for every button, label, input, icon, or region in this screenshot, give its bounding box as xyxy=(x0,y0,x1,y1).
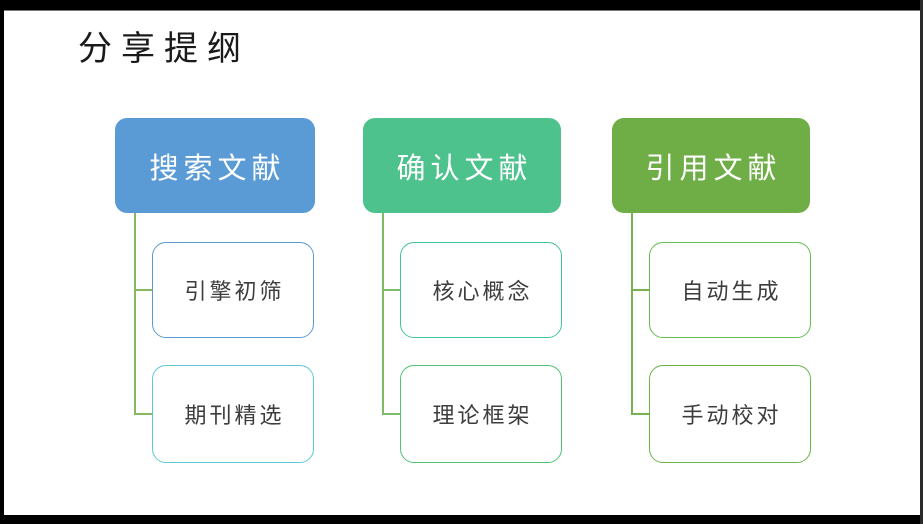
frame-bottom-bar xyxy=(0,515,923,524)
child-node-box: 自动生成 xyxy=(649,242,811,338)
connector-stub xyxy=(134,289,154,291)
connector-stub xyxy=(134,413,154,415)
child-node-label: 期刊精选 xyxy=(184,403,285,428)
frame-right-border xyxy=(920,0,923,524)
connector-vertical-line xyxy=(631,213,633,415)
child-node-label: 自动生成 xyxy=(681,279,782,304)
child-node-label: 引擎初筛 xyxy=(184,279,285,304)
connector-stub xyxy=(382,413,402,415)
connector-stub xyxy=(631,413,651,415)
child-node-label: 理论框架 xyxy=(432,403,533,428)
connector-vertical-line xyxy=(134,213,136,415)
parent-node-label: 搜索文献 xyxy=(149,152,286,185)
slide-title: 分享提纲 xyxy=(78,31,250,68)
child-node-box: 核心概念 xyxy=(400,242,562,338)
child-node-box: 理论框架 xyxy=(400,365,562,463)
frame-left-border xyxy=(0,0,4,524)
child-node-label: 手动校对 xyxy=(681,403,782,428)
connector-stub xyxy=(631,289,651,291)
parent-node-box: 确认文献 xyxy=(363,118,561,213)
connector-vertical-line xyxy=(382,213,384,415)
child-node-label: 核心概念 xyxy=(432,279,533,304)
parent-node-label: 确认文献 xyxy=(396,152,533,185)
parent-node-box: 引用文献 xyxy=(612,118,810,213)
parent-node-label: 引用文献 xyxy=(645,152,782,185)
connector-stub xyxy=(382,289,402,291)
parent-node-box: 搜索文献 xyxy=(115,118,315,213)
child-node-box: 期刊精选 xyxy=(152,365,314,463)
child-node-box: 引擎初筛 xyxy=(152,242,314,338)
frame-top-bar xyxy=(0,0,923,11)
child-node-box: 手动校对 xyxy=(649,365,811,463)
